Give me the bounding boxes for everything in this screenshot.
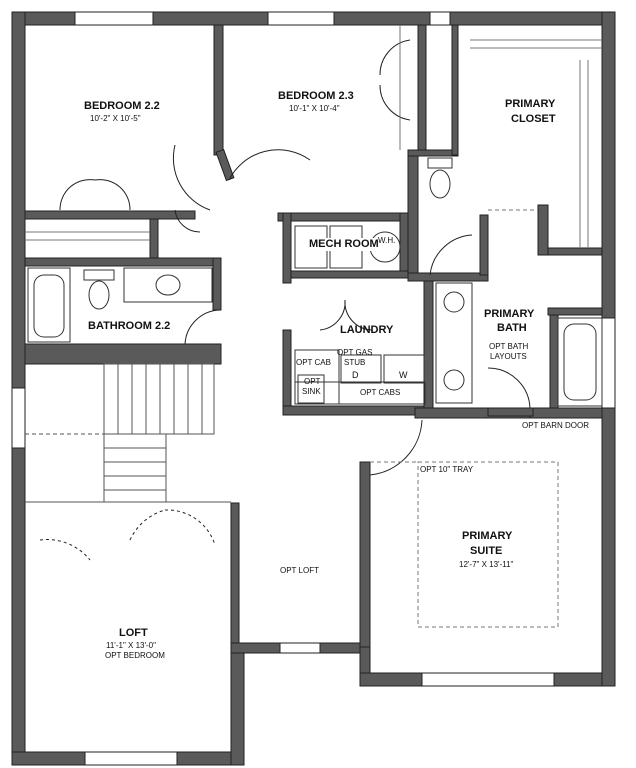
primary-suite-size: 12'-7" X 13'-11" bbox=[459, 560, 514, 569]
primary-closet-line2: CLOSET bbox=[511, 113, 556, 125]
washer-label: W bbox=[399, 370, 408, 380]
bedroom-22-label: BEDROOM 2.2 bbox=[84, 100, 160, 112]
primary-closet-line1: PRIMARY bbox=[505, 98, 556, 110]
dryer-label: D bbox=[352, 370, 359, 380]
dashed-lines bbox=[370, 209, 559, 628]
primary-suite-line1: PRIMARY bbox=[462, 530, 513, 542]
loft-size: 11'-1" X 13'-0" bbox=[106, 641, 156, 650]
stairs bbox=[25, 363, 231, 503]
opt-gas-label: OPT GAS bbox=[337, 348, 373, 357]
layouts-label: LAYOUTS bbox=[490, 352, 527, 361]
bedroom-23-label: BEDROOM 2.3 bbox=[278, 90, 354, 102]
opt-sink-label-2: SINK bbox=[302, 387, 321, 396]
opt-loft-label: OPT LOFT bbox=[280, 566, 319, 575]
bathroom-22-label: BATHROOM 2.2 bbox=[88, 320, 171, 332]
loft-label: LOFT bbox=[119, 627, 148, 639]
opt-cabs-label: OPT CABS bbox=[360, 388, 401, 397]
opt-bedroom-label: OPT BEDROOM bbox=[105, 651, 165, 660]
laundry-label: LAUNDRY bbox=[340, 324, 394, 336]
opt-tray-label: OPT 10" TRAY bbox=[420, 465, 474, 474]
windows bbox=[11, 11, 616, 766]
stub-label: STUB bbox=[344, 358, 366, 367]
bedroom-22-size: 10'-2" X 10'-5" bbox=[90, 114, 141, 123]
opt-barn-door-label: OPT BARN DOOR bbox=[522, 421, 589, 430]
mech-room-label: MECH ROOM bbox=[308, 238, 380, 251]
bedroom-23-size: 10'-1" X 10'-4" bbox=[289, 104, 340, 113]
primary-bath-line2: BATH bbox=[497, 322, 527, 334]
primary-suite-line2: SUITE bbox=[470, 545, 503, 557]
opt-cab-label: OPT CAB bbox=[296, 358, 331, 367]
fixtures bbox=[27, 157, 603, 407]
interior-walls bbox=[24, 24, 603, 648]
wh-label: W.H. bbox=[378, 236, 396, 246]
opt-sink-label-1: OPT bbox=[304, 377, 321, 386]
opt-bath-label: OPT BATH bbox=[489, 342, 529, 351]
primary-bath-line1: PRIMARY bbox=[484, 308, 535, 320]
closet-shelves bbox=[25, 25, 602, 248]
doors bbox=[39, 39, 531, 561]
